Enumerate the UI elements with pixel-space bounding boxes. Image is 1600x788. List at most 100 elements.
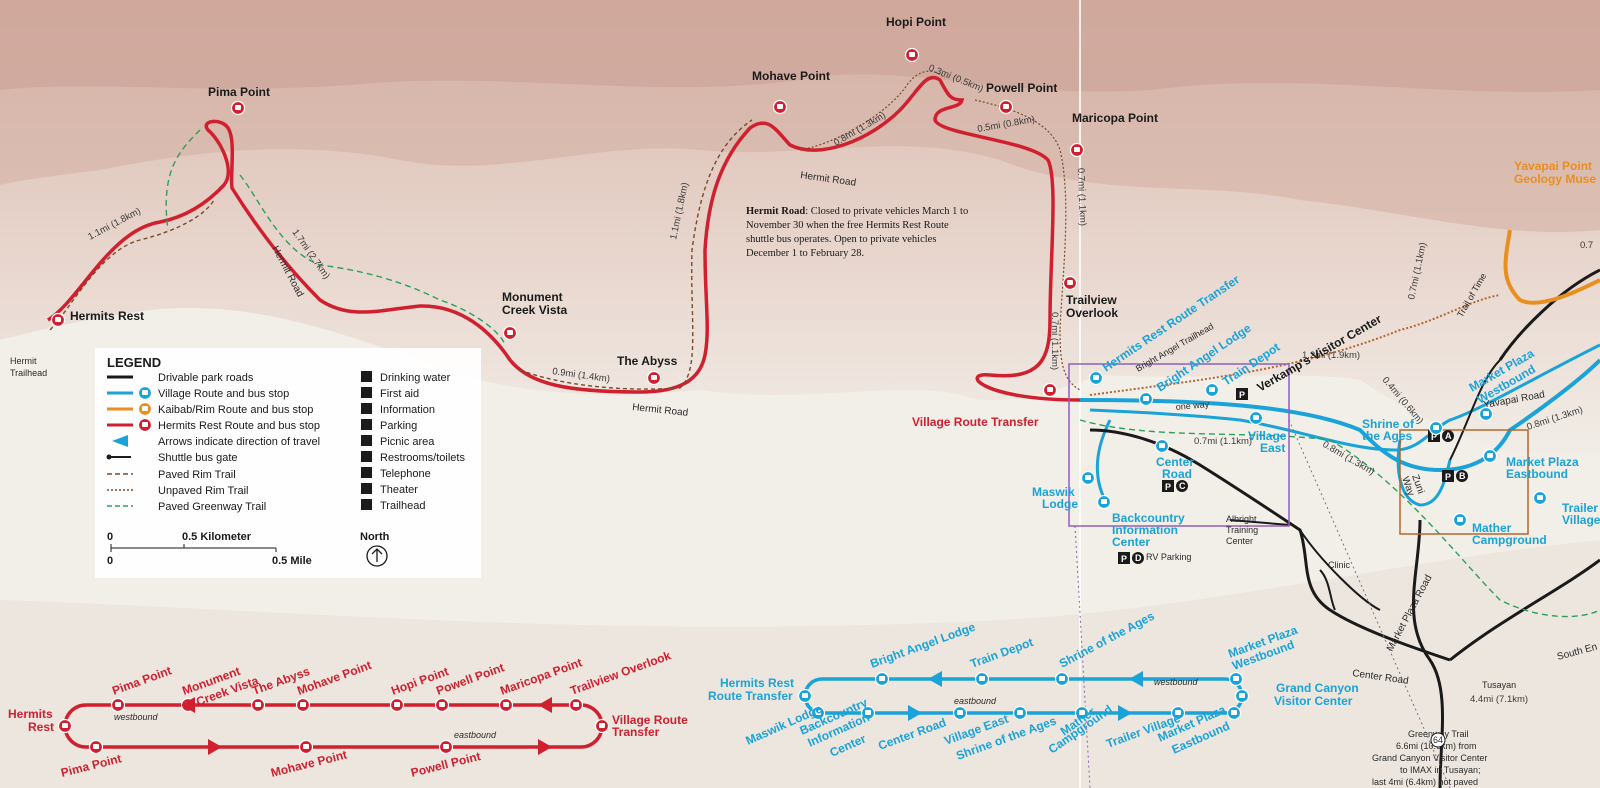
label-center-road-1: Center — [1156, 455, 1194, 469]
legend-amenity-8: Trailhead — [380, 500, 425, 512]
blue-diag-stop-icon — [952, 705, 968, 721]
legend-item-0: Drivable park roads — [158, 372, 254, 384]
dist-top-right: 0.7 — [1580, 240, 1593, 251]
legend-item-7: Unpaved Rim Trail — [158, 485, 248, 497]
blue-direction-arrow-icon — [1129, 671, 1143, 687]
blue-diag-stop-icon — [797, 688, 813, 704]
label-mp-east-1: Market Plaza — [1506, 455, 1579, 469]
legend-amenity-icon — [361, 499, 372, 510]
parking-d-icon — [1132, 552, 1144, 564]
red-bus-stop-icon — [772, 99, 788, 115]
blue-bus-stop-icon — [1204, 382, 1220, 398]
legend-scale-km: 0.5 Kilometer — [182, 531, 252, 543]
blue-bus-stop-icon — [1452, 512, 1468, 528]
label-shrine-2: the Ages — [1362, 429, 1413, 443]
greenway-note-3: Grand Canyon Visitor Center — [1372, 753, 1487, 763]
red-bus-stop-icon — [646, 370, 662, 386]
red-diag-stop-icon — [88, 739, 104, 755]
hermit-note-1: Hermit Road: Closed to private vehicles … — [746, 206, 968, 217]
red-direction-arrow-icon — [208, 739, 222, 755]
label-mohave-point: Mohave Point — [752, 69, 830, 83]
blue-diag-eastbound: eastbound — [954, 696, 997, 706]
legend-item-3: Hermits Rest Route and bus stop — [158, 420, 320, 432]
blue-bus-stop-icon — [1478, 406, 1494, 422]
dist-village-east: 0.7mi (1.1km) — [1194, 436, 1252, 447]
red-bus-stop-icon — [1062, 275, 1078, 291]
blue-bus-stop-icon — [1154, 438, 1170, 454]
blue-diag-gcvc-2: Visitor Center — [1274, 694, 1353, 708]
legend-amenity-icon — [361, 403, 372, 414]
label-monument-2: Creek Vista — [502, 303, 567, 317]
unpaved-trail — [1089, 294, 1501, 396]
parking-letter-a: A — [1445, 431, 1452, 441]
legend-amenity-5: Restrooms/toilets — [380, 452, 465, 464]
dist-verkamps: 1.2mi (1.9km) — [1302, 350, 1360, 361]
label-village-east-1: Village — [1248, 429, 1287, 443]
blue-diag-stop-icon — [1228, 671, 1244, 687]
red-diag-hermits-2: Rest — [28, 720, 54, 734]
parking-letter-p1: P — [1239, 390, 1245, 400]
legend-amenity-6: Telephone — [380, 468, 431, 480]
red-diag-stop-icon — [594, 718, 610, 734]
legend-title: LEGEND — [107, 355, 161, 370]
blue-bus-stop-icon — [1248, 410, 1264, 426]
label-clinic: Clinic — [1328, 560, 1351, 570]
legend-amenity-4: Picnic area — [380, 436, 435, 448]
red-diag-stop-icon — [438, 739, 454, 755]
label-mp-east-2: Eastbound — [1506, 467, 1568, 481]
greenway-note-4: to IMAX in Tusayan; — [1400, 765, 1481, 775]
parking-icon — [1442, 470, 1454, 482]
red-diag-hermits-1: Hermits — [8, 707, 53, 721]
blue-bus-stop-icon — [1532, 490, 1548, 506]
legend-item-4: Arrows indicate direction of travel — [158, 436, 320, 448]
red-diag-stop-icon — [250, 697, 266, 713]
blue-diag-gcvc-1: Grand Canyon — [1276, 681, 1359, 695]
legend-amenity-icon — [361, 483, 372, 494]
legend-scale-mile: 0.5 Mile — [272, 555, 312, 567]
blue-bus-stop-icon — [1138, 391, 1154, 407]
bus-stops — [50, 47, 1548, 528]
blue-diag-stop-icon — [1074, 705, 1090, 721]
red-bus-stop-icon — [230, 100, 246, 116]
blue-diag-hr-2: Route Transfer — [708, 689, 793, 703]
blue-diag-stop-icon — [874, 671, 890, 687]
hermit-note-line2: November 30 when the free Hermits Rest R… — [746, 220, 949, 231]
blue-bus-stop-icon — [1080, 470, 1096, 486]
blue-diag-stop-icon — [1054, 671, 1070, 687]
blue-diag-westbound: westbound — [1154, 677, 1199, 687]
legend-item-8: Paved Greenway Trail — [158, 501, 266, 513]
label-powell-point: Powell Point — [986, 81, 1057, 95]
legend-amenity-1: First aid — [380, 388, 419, 400]
legend-amenity-icon — [361, 435, 372, 446]
blue-bus-stop-icon — [1088, 370, 1104, 386]
legend-amenity-icon — [361, 467, 372, 478]
label-hermits-rest: Hermits Rest — [70, 309, 144, 323]
blue-diag-hr-1: Hermits Rest — [720, 676, 794, 690]
parking-b-icon — [1456, 470, 1468, 482]
legend-amenity-icon — [361, 371, 372, 382]
legend-amenity-icon — [361, 387, 372, 398]
dist-tusayan: 4.4mi (7.1km) — [1470, 694, 1528, 705]
red-diag-eastbound: eastbound — [454, 730, 497, 740]
legend-bus-stop-icon — [137, 417, 153, 433]
parking-letter-d: D — [1135, 553, 1142, 563]
label-maswik-2: Lodge — [1042, 497, 1078, 511]
blue-diag-stop-icon — [1170, 705, 1186, 721]
legend-bus-stop-icon — [137, 401, 153, 417]
blue-diag-stop-icon — [1226, 705, 1242, 721]
red-diag-transfer-2: Transfer — [612, 725, 660, 739]
legend-north: North — [360, 531, 390, 543]
label-monument-1: Monument — [502, 290, 563, 304]
north-arrow-icon — [366, 545, 388, 567]
label-maswik-1: Maswik — [1032, 485, 1075, 499]
label-the-abyss: The Abyss — [617, 354, 678, 368]
label-hermit-trailhead-2: Trailhead — [10, 368, 47, 378]
parking-icon — [1162, 480, 1174, 492]
dist-maricopa-trailview: 0.7mi (1.1km) — [1075, 168, 1088, 226]
parking-icons: P P C P D P A P B — [1118, 388, 1468, 564]
blue-diag-stop-icon — [860, 705, 876, 721]
blue-direction-arrow-icon — [928, 671, 942, 687]
red-bus-stop-icon — [1069, 142, 1085, 158]
